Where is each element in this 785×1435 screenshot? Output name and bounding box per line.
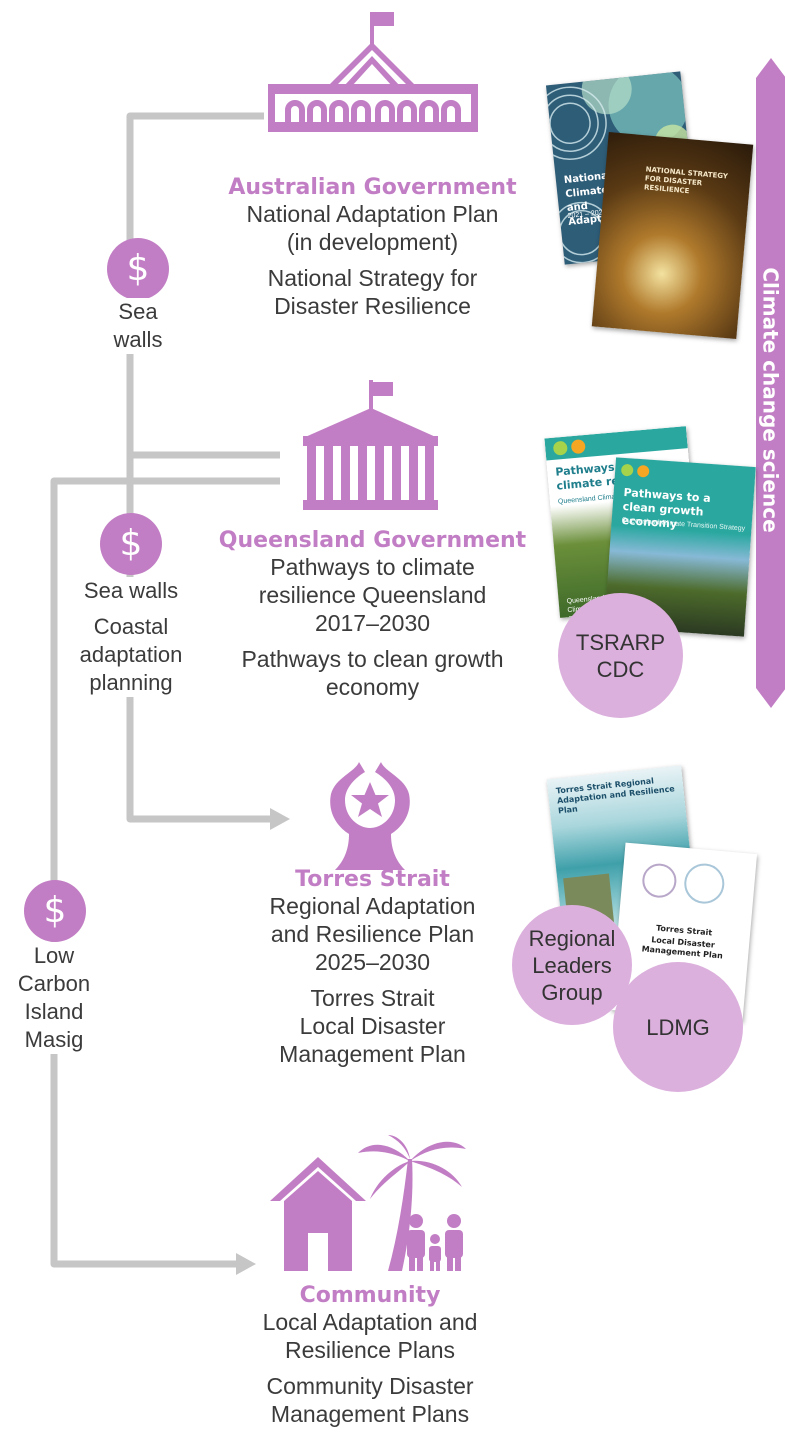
level-torres: Torres Strait Regional Adaptation and Re… [200,867,545,1068]
funding-c-line-2: Carbon [17,971,91,996]
community-title: Community [299,1283,441,1308]
bubble-tsrarp-line-1: TSRARP [575,629,666,655]
torres-line-2: and Resilience Plan [270,921,475,947]
bubble-rlg-line-2: Leaders [532,952,612,978]
funding-c-line-1: Low [33,943,75,968]
community-house-palm-family-icon [270,1135,466,1271]
australia-line-1: National Adaptation Plan [246,201,499,227]
bubble-tsrarp-line-2: CDC [596,656,645,682]
queensland-line-3: 2017–2030 [314,610,431,636]
australia-line-4: Disaster Resilience [274,293,471,319]
level-queensland: Queensland Government Pathways to climat… [200,528,545,701]
torres-line-4: Torres Strait [310,985,435,1011]
arrow-head-community [236,1253,256,1275]
ldmg-bubble: LDMG [613,962,743,1092]
queensland-title: Queensland Government [218,528,527,553]
bubble-rlg-line-1: Regional [528,925,616,951]
tsrarp-cdc-bubble: TSRARP CDC [558,593,683,718]
brand-sun-icon [636,464,650,478]
nsdr-cover-title: NATIONAL STRATEGY FOR DISASTER RESILIENC… [643,165,729,196]
arrow-head-torres [270,808,290,830]
funding-b-line-3: adaptation [79,642,183,667]
community-line-2: Resilience Plans [284,1337,456,1363]
bubble-rlg-line-3: Group [541,979,603,1005]
cover-pattern [545,71,691,264]
climate-science-bar [756,58,785,708]
torres-line-6: Management Plan [279,1041,466,1067]
queensland-line-1: Pathways to climate [270,554,475,580]
funding-a-line-2: walls [113,327,163,352]
national-adaptation-plan-cover: National Climate and Adaptation 2021 – 2… [545,71,700,265]
funding-c-line-4: Masig [24,1027,84,1052]
funding-a-line-1: Sea [118,299,158,324]
connector-federal-to-community [126,112,270,823]
funding-c-label: Low Carbon Island Masig [8,942,100,1054]
australia-line-2: (in development) [286,229,459,255]
torres-line-3: 2025–2030 [314,949,431,975]
funding-b-line-2: Coastal [93,614,169,639]
queensland-line-4: Pathways to clean growth [241,646,504,672]
brand-leaf-icon [620,463,634,477]
funding-b-line-4: planning [89,670,173,695]
australia-line-3: National Strategy for [267,265,478,291]
dollar-icon: $ [107,238,169,300]
climate-science-label: Climate change science [759,267,784,533]
funding-a-label: Sea walls [90,298,186,354]
dollar-icon: $ [24,880,86,942]
queensland-line-2: resilience Queensland [258,582,487,608]
community-line-1: Local Adaptation and [262,1309,478,1335]
bubble-ldmg-line-1: LDMG [646,1014,710,1040]
australia-title: Australian Government [228,175,517,200]
level-australia: Australian Government National Adaptatio… [200,175,545,320]
funding-b-label: Sea walls Coastal adaptation planning [64,577,198,697]
torres-line-1: Regional Adaptation [269,893,476,919]
regional-leaders-group-bubble: Regional Leaders Group [512,905,632,1025]
connector-state-to-community [50,477,280,1268]
council-seal-icon [682,861,726,906]
torres-title: Torres Strait [295,867,450,892]
funding-b-line-1: Sea walls [83,578,179,603]
community-line-4: Management Plans [270,1401,470,1427]
funding-c-line-3: Island [24,999,84,1024]
parliament-house-icon [268,12,478,132]
government-building-icon [303,380,438,510]
community-line-3: Community Disaster [266,1373,474,1399]
torres-strait-flag-icon [330,762,410,870]
council-logo-icon [640,862,678,900]
level-community: Community Local Adaptation and Resilienc… [200,1283,540,1428]
queensland-line-5: economy [325,674,420,700]
dollar-icon: $ [100,513,162,575]
tsrarp-cover-title: Torres Strait Regional Adaptation and Re… [555,776,676,816]
torres-line-5: Local Disaster [299,1013,446,1039]
disaster-resilience-strategy-cover: NATIONAL STRATEGY FOR DISASTER RESILIENC… [591,132,754,339]
